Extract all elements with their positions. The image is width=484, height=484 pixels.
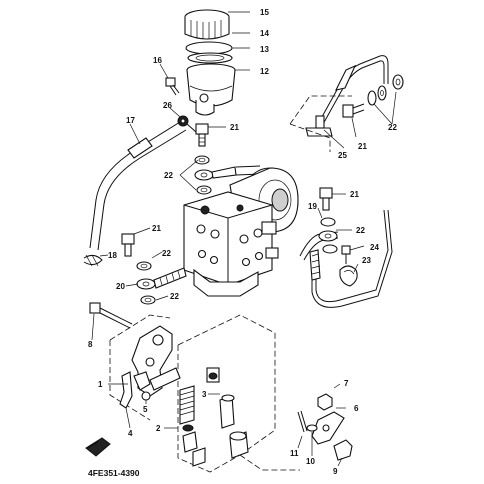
callout-20: 20 <box>116 282 125 291</box>
hose-17 <box>89 121 187 251</box>
callout-labels: 15 14 13 12 16 26 17 21 22 22 21 25 21 1… <box>88 8 397 476</box>
callout-22-right-middle: 22 <box>356 226 365 235</box>
hydraulic-unit <box>183 167 299 297</box>
callout-8: 8 <box>88 340 93 349</box>
callout-4: 4 <box>128 429 133 438</box>
callout-1: 1 <box>98 380 103 389</box>
callout-2: 2 <box>156 424 161 433</box>
brake-pipe-25 <box>305 55 389 137</box>
clip-18 <box>83 254 103 267</box>
washer-22-upper-b <box>196 185 212 195</box>
washers-22-right-middle <box>318 217 338 254</box>
callout-24: 24 <box>370 243 379 252</box>
callout-22-upper: 22 <box>164 171 173 180</box>
union-bolt-21-right-middle <box>319 187 333 211</box>
washer-10 <box>306 424 318 432</box>
callout-21-right-middle: 21 <box>350 190 359 199</box>
callout-9: 9 <box>333 467 338 476</box>
callout-3: 3 <box>202 390 207 399</box>
union-bolt-21-upper <box>195 123 209 147</box>
bolt-16 <box>165 77 180 96</box>
callout-19: 19 <box>308 202 317 211</box>
clamp-23 <box>339 265 358 287</box>
washer-22-left-upper <box>136 261 152 271</box>
callout-22-right-upper: 22 <box>388 123 397 132</box>
union-bolt-21-right-upper <box>342 103 365 118</box>
cotter-9 <box>333 439 353 461</box>
clamp-26 <box>177 115 197 133</box>
pin-11 <box>297 410 308 433</box>
hose-fitting-20 <box>136 267 187 290</box>
dashed-bracket-upper-right <box>289 95 352 152</box>
washer-22-left-lower <box>140 295 156 305</box>
bolt-8 <box>89 302 133 329</box>
brake-hose-19 <box>299 209 393 308</box>
callout-10: 10 <box>306 457 315 466</box>
callout-14: 14 <box>260 29 269 38</box>
piston-assembly-2-3 <box>179 367 249 467</box>
callout-26: 26 <box>163 101 172 110</box>
reservoir-assembly <box>184 9 236 116</box>
callout-22-left-lower: 22 <box>170 292 179 301</box>
callout-6: 6 <box>354 404 359 413</box>
callout-12: 12 <box>260 67 269 76</box>
callout-23: 23 <box>362 256 371 265</box>
callout-17: 17 <box>126 116 135 125</box>
callout-21-left: 21 <box>152 224 161 233</box>
callout-15: 15 <box>260 8 269 17</box>
callout-11: 11 <box>290 449 299 458</box>
callout-25: 25 <box>338 151 347 160</box>
callout-22-left-upper: 22 <box>162 249 171 258</box>
bolt-24 <box>341 245 351 264</box>
callout-16: 16 <box>153 56 162 65</box>
callout-21-right-upper: 21 <box>358 142 367 151</box>
hose-fitting-upper <box>194 165 263 181</box>
diagram-code: 4FE351-4390 <box>88 468 140 478</box>
callout-13: 13 <box>260 45 269 54</box>
callout-7: 7 <box>344 379 349 388</box>
callout-18: 18 <box>108 251 117 260</box>
callout-5: 5 <box>143 405 148 414</box>
washer-22-upper-a <box>194 155 210 165</box>
leader-lines <box>91 11 397 467</box>
union-bolt-21-left <box>121 233 135 257</box>
washers-22-right-upper <box>367 74 404 106</box>
nut-7 <box>317 393 333 411</box>
front-arrow-icon <box>85 437 111 457</box>
callout-21-upper: 21 <box>230 123 239 132</box>
